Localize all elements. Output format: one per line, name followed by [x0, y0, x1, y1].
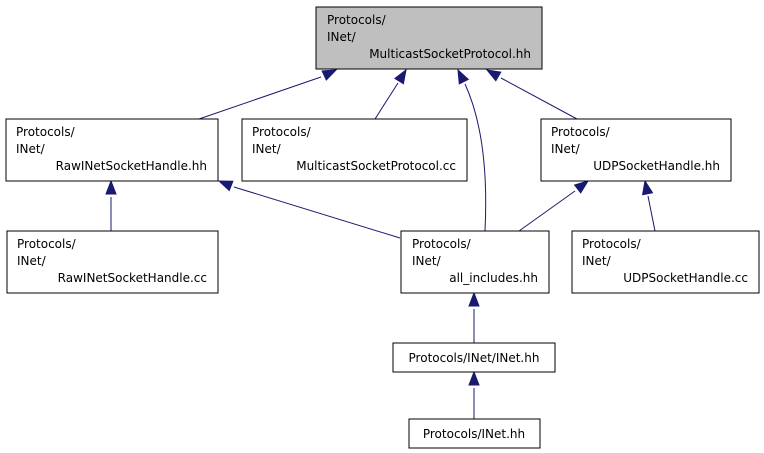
node-line: RawINetSocketHandle.hh: [56, 159, 207, 173]
node-line: Protocols/INet/INet.hh: [409, 351, 540, 365]
edge-inet_inet_hh-to-all_includes: [468, 291, 480, 343]
node-line: INet/: [16, 142, 46, 156]
node-udp-socket-handle-cc[interactable]: Protocols/ INet/ UDPSocketHandle.cc: [571, 230, 760, 294]
arrowhead-icon: [394, 68, 407, 85]
node-multicast-socket-protocol-hh: Protocols/ INet/ MulticastSocketProtocol…: [315, 6, 543, 70]
node-line: INet/: [327, 30, 357, 44]
edge-all_includes-to-rawinet_hh: [217, 180, 401, 239]
node-line: Protocols/: [327, 13, 387, 27]
edge-udp_hh-to-multicast_hh: [485, 69, 578, 120]
node-line: UDPSocketHandle.hh: [593, 159, 720, 173]
edge-inet_hh-to-inet_inet_hh: [468, 370, 480, 419]
node-line: Protocols/: [412, 237, 472, 251]
arrowhead-icon: [105, 179, 117, 195]
edge-line: [500, 77, 578, 120]
node-all-includes-hh[interactable]: Protocols/ INet/ all_includes.hh: [400, 230, 550, 294]
node-line: Protocols/: [582, 237, 642, 251]
edge-line: [518, 190, 576, 232]
edge-rawinet_hh-to-multicast_hh: [198, 69, 338, 120]
node-line: Protocols/: [252, 125, 312, 139]
edge-multicast_cc-to-multicast_hh: [374, 68, 407, 120]
node-line: Protocols/INet.hh: [423, 427, 525, 441]
edge-udp_cc-to-udp_hh: [641, 179, 656, 232]
node-line: INet/: [252, 142, 282, 156]
node-inet-hh[interactable]: Protocols/INet.hh: [408, 418, 541, 449]
arrowhead-icon: [217, 180, 234, 192]
edge-line: [198, 76, 322, 120]
edge-line: [374, 82, 399, 120]
node-line: INet/: [412, 254, 442, 268]
edge-line: [233, 186, 401, 239]
edge-all_includes-to-multicast_hh: [457, 68, 487, 232]
node-line: MulticastSocketProtocol.hh: [369, 47, 531, 61]
node-rawinet-socket-handle-hh[interactable]: Protocols/ INet/ RawINetSocketHandle.hh: [5, 118, 219, 182]
node-line: all_includes.hh: [449, 271, 538, 285]
arrowhead-icon: [457, 68, 470, 85]
node-line: Protocols/: [551, 125, 611, 139]
arrowhead-icon: [321, 69, 338, 81]
nodes-layer: Protocols/ INet/ MulticastSocketProtocol…: [5, 6, 760, 449]
node-line: UDPSocketHandle.cc: [623, 271, 748, 285]
node-line: INet/: [582, 254, 612, 268]
node-line: Protocols/: [16, 125, 76, 139]
arrowhead-icon: [573, 180, 590, 194]
arrowhead-icon: [468, 370, 480, 386]
arrowhead-icon: [485, 69, 502, 82]
node-multicast-socket-protocol-cc[interactable]: Protocols/ INet/ MulticastSocketProtocol…: [241, 118, 468, 182]
node-line: MulticastSocketProtocol.cc: [296, 159, 456, 173]
node-rawinet-socket-handle-cc[interactable]: Protocols/ INet/ RawINetSocketHandle.cc: [6, 230, 219, 294]
arrowhead-icon: [468, 291, 480, 307]
edges-layer: [105, 68, 656, 419]
node-inet-inet-hh[interactable]: Protocols/INet/INet.hh: [392, 342, 556, 373]
node-line: RawINetSocketHandle.cc: [58, 271, 207, 285]
arrowhead-icon: [641, 179, 654, 196]
node-line: Protocols/: [17, 237, 77, 251]
edge-line: [647, 195, 656, 232]
edge-rawinet_cc-to-rawinet_hh: [105, 179, 117, 231]
node-line: INet/: [551, 142, 581, 156]
node-udp-socket-handle-hh[interactable]: Protocols/ INet/ UDPSocketHandle.hh: [540, 118, 732, 182]
edge-all_includes-to-udp_hh: [518, 180, 590, 232]
node-line: INet/: [17, 254, 47, 268]
edge-line: [464, 83, 487, 232]
